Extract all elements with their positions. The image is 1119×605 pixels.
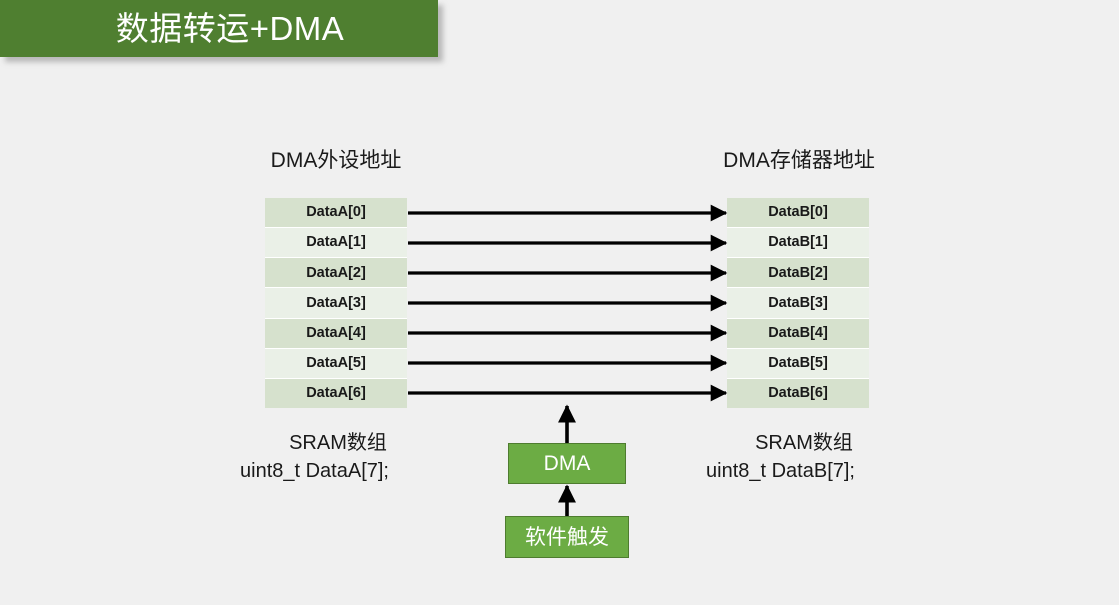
source-array-caption-line1: SRAM数组 [289, 432, 387, 454]
destination-array-caption-line2: uint8_t DataB[7]; [706, 459, 855, 482]
source-array-table: DataA[0] DataA[1] DataA[2] DataA[3] Data… [265, 198, 407, 408]
table-row: DataA[6] [265, 378, 407, 408]
destination-array-caption: SRAM数组 uint8_t DataB[7]; [706, 430, 902, 485]
dma-block: DMA [508, 443, 626, 484]
peripheral-address-heading: DMA外设地址 [270, 149, 402, 172]
slide-title: 数据转运+DMA [115, 10, 345, 47]
software-trigger-block-label: 软件触发 [525, 525, 609, 549]
destination-array-table: DataB[0] DataB[1] DataB[2] DataB[3] Data… [727, 198, 869, 408]
source-array-caption: SRAM数组 uint8_t DataA[7]; [240, 430, 436, 485]
table-row: DataB[4] [727, 318, 869, 349]
transfer-arrow-group [408, 204, 728, 402]
table-row: DataA[3] [265, 288, 407, 319]
table-row: DataB[3] [727, 288, 869, 319]
slide-title-bar: 数据转运+DMA [0, 0, 438, 57]
table-row: DataA[2] [265, 258, 407, 289]
table-row: DataB[6] [727, 378, 869, 408]
memory-address-heading: DMA存储器地址 [723, 149, 875, 172]
table-row: DataB[0] [727, 198, 869, 229]
table-row: DataB[2] [727, 258, 869, 289]
software-trigger-block: 软件触发 [505, 516, 629, 558]
table-row: DataA[5] [265, 348, 407, 379]
table-row: DataA[0] [265, 198, 407, 229]
source-array-caption-line2: uint8_t DataA[7]; [240, 459, 389, 482]
table-row: DataB[5] [727, 348, 869, 379]
table-row: DataB[1] [727, 228, 869, 259]
table-row: DataA[1] [265, 228, 407, 259]
destination-array-caption-line1: SRAM数组 [755, 432, 853, 454]
table-row: DataA[4] [265, 318, 407, 349]
dma-block-label: DMA [543, 452, 591, 475]
